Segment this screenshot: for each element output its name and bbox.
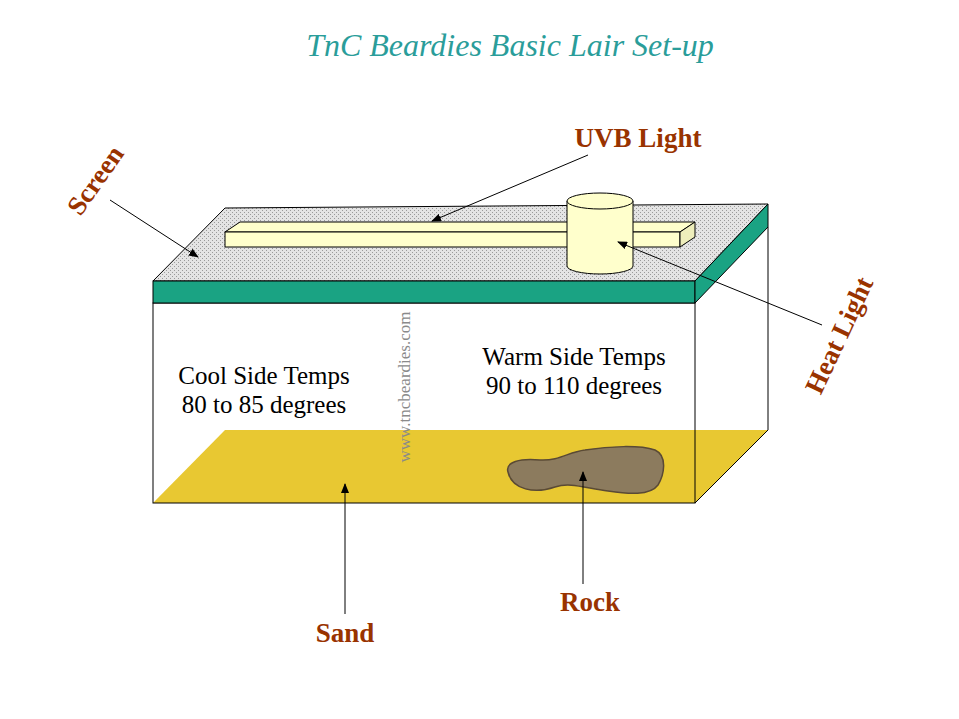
part-label: Sand xyxy=(316,618,375,649)
sand-floor xyxy=(153,430,768,503)
lid-band xyxy=(153,281,695,303)
watermark: www.tncbeardies.com xyxy=(395,312,415,463)
heat-lamp-top xyxy=(567,193,633,209)
part-label: Screen xyxy=(61,139,131,220)
part-label: Heat Light xyxy=(799,272,880,399)
uvb-bar-end xyxy=(680,222,695,247)
tank-edge xyxy=(768,227,769,430)
temperature-note: Cool Side Temps 80 to 85 degrees xyxy=(167,361,362,419)
basking-rock xyxy=(508,447,664,494)
leader-line xyxy=(110,200,198,257)
part-label: UVB Light xyxy=(575,123,702,154)
heat-lamp-body xyxy=(567,201,633,274)
tank-front xyxy=(153,303,695,503)
leader-line xyxy=(618,242,822,325)
diagram-title: TnC Beardies Basic Lair Set-up xyxy=(306,27,714,64)
tank-edge xyxy=(695,430,768,503)
leader-line xyxy=(345,484,346,614)
leader-line xyxy=(432,155,588,221)
leader-line xyxy=(583,472,584,584)
screen-top xyxy=(153,204,768,281)
part-label: Rock xyxy=(560,587,620,618)
temperature-note: Warm Side Temps 90 to 110 degrees xyxy=(472,342,677,400)
